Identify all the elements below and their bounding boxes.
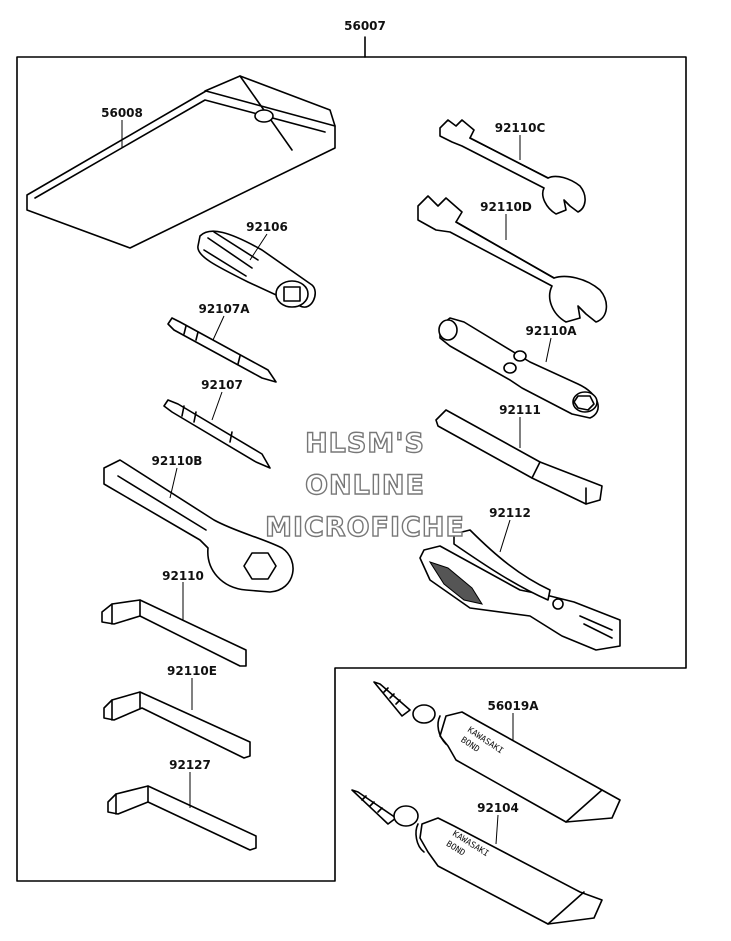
pliers bbox=[419, 529, 621, 651]
extension-bar bbox=[435, 409, 603, 505]
hex-key-large bbox=[101, 599, 247, 667]
watermark-line-2: ONLINE bbox=[305, 470, 425, 501]
part-number-56008[interactable]: 56008 bbox=[101, 106, 143, 120]
socket-adapter bbox=[197, 230, 316, 308]
watermark-line-3: MICROFICHE bbox=[265, 512, 465, 543]
part-number-92111[interactable]: 92111 bbox=[499, 403, 541, 417]
hex-key-small bbox=[107, 785, 257, 851]
spark-plug-socket bbox=[438, 317, 599, 419]
part-number-92106[interactable]: 92106 bbox=[246, 220, 288, 234]
assembly-bracket bbox=[16, 36, 687, 882]
part-number-92127[interactable]: 92127 bbox=[169, 758, 211, 772]
part-number-92110a[interactable]: 92110A bbox=[525, 324, 577, 338]
part-number-92104[interactable]: 92104 bbox=[477, 801, 519, 815]
part-number-92110b[interactable]: 92110B bbox=[152, 454, 203, 468]
hex-key-medium bbox=[103, 691, 251, 759]
assembly-part-number[interactable]: 56007 bbox=[344, 19, 386, 33]
part-number-92107[interactable]: 92107 bbox=[201, 378, 243, 392]
part-number-92110e[interactable]: 92110E bbox=[167, 664, 217, 678]
bond-tube-lower bbox=[351, 789, 603, 925]
screwdriver-bit bbox=[163, 399, 271, 469]
part-number-56019a[interactable]: 56019A bbox=[487, 699, 539, 713]
tool-bag bbox=[26, 75, 336, 249]
bond-tube-upper bbox=[373, 681, 621, 823]
screwdriver-bit-a bbox=[167, 317, 277, 383]
part-number-92110c[interactable]: 92110C bbox=[495, 121, 546, 135]
watermark: HLSM'S ONLINE MICROFICHE bbox=[264, 427, 465, 543]
part-number-92110[interactable]: 92110 bbox=[162, 569, 204, 583]
watermark-line-1: HLSM'S bbox=[305, 428, 425, 459]
box-wrench bbox=[103, 459, 294, 593]
part-number-92110d[interactable]: 92110D bbox=[480, 200, 532, 214]
open-end-wrench-small bbox=[439, 119, 586, 215]
open-end-wrench-large bbox=[417, 195, 608, 323]
part-number-92107a[interactable]: 92107A bbox=[198, 302, 250, 316]
part-number-92112[interactable]: 92112 bbox=[489, 506, 531, 520]
